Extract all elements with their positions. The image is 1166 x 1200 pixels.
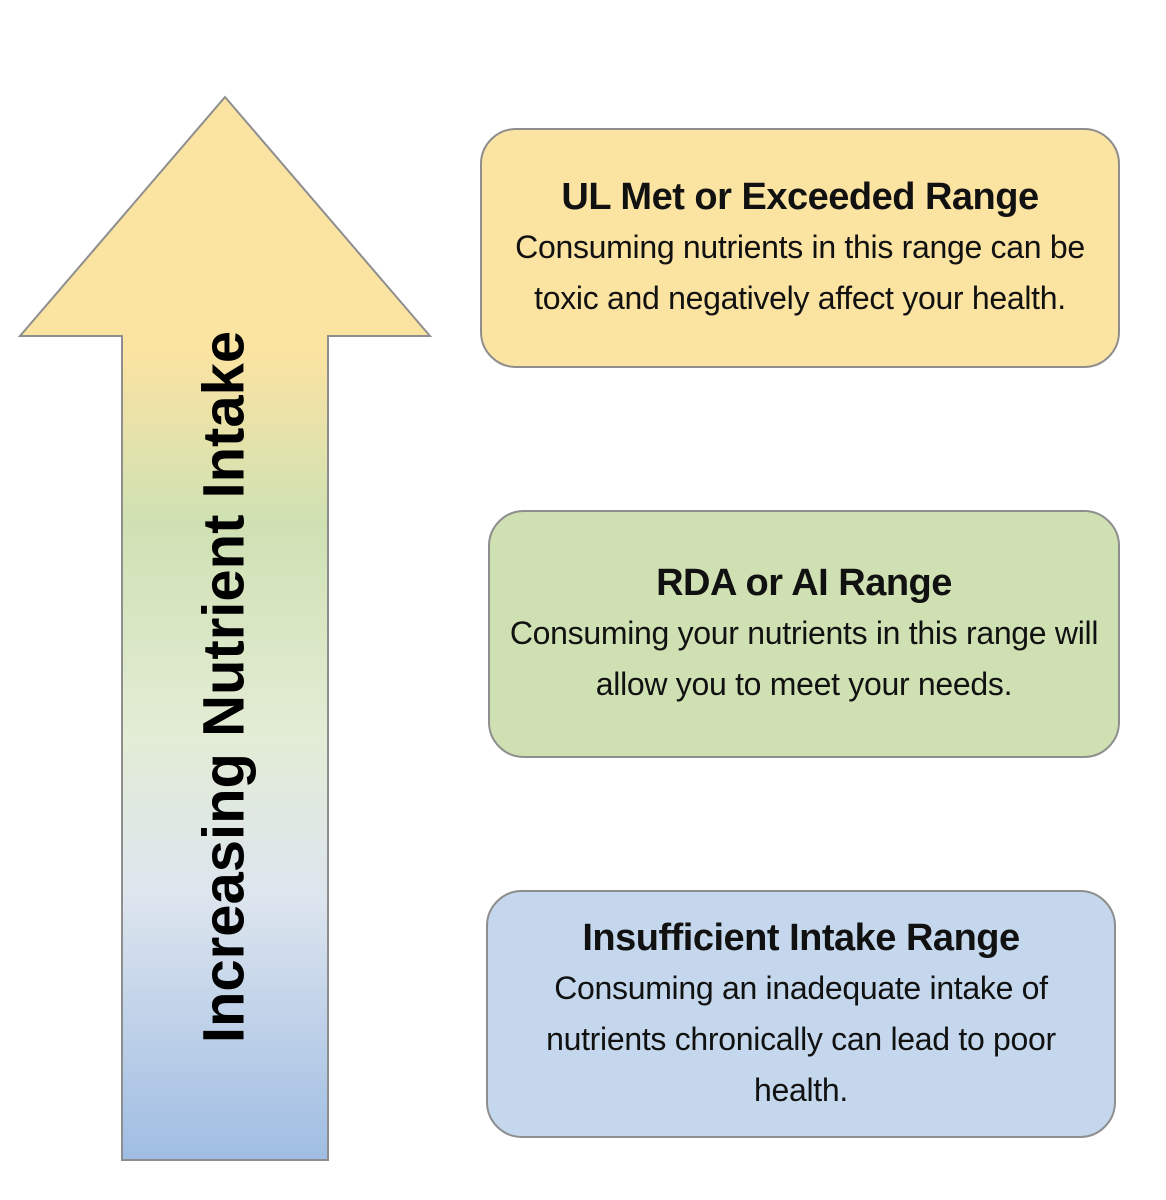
insufficient-range-title: Insufficient Intake Range (582, 916, 1020, 959)
rda-range-box: RDA or AI Range Consuming your nutrients… (488, 510, 1120, 758)
ul-range-title: UL Met or Exceeded Range (561, 176, 1039, 218)
rda-range-description: Consuming your nutrients in this range w… (509, 615, 1099, 702)
ul-range-description: Consuming nutrients in this range can be… (515, 229, 1085, 316)
insufficient-range-description: Consuming an inadequate intake of nutrie… (546, 969, 1056, 1108)
arrow-shape (17, 95, 433, 1161)
ul-range-box: UL Met or Exceeded Range Consuming nutri… (480, 128, 1120, 368)
arrow-label: Increasing Nutrient Intake (191, 331, 256, 1043)
insufficient-range-box: Insufficient Intake Range Consuming an i… (486, 890, 1116, 1138)
rda-range-title: RDA or AI Range (656, 562, 952, 604)
